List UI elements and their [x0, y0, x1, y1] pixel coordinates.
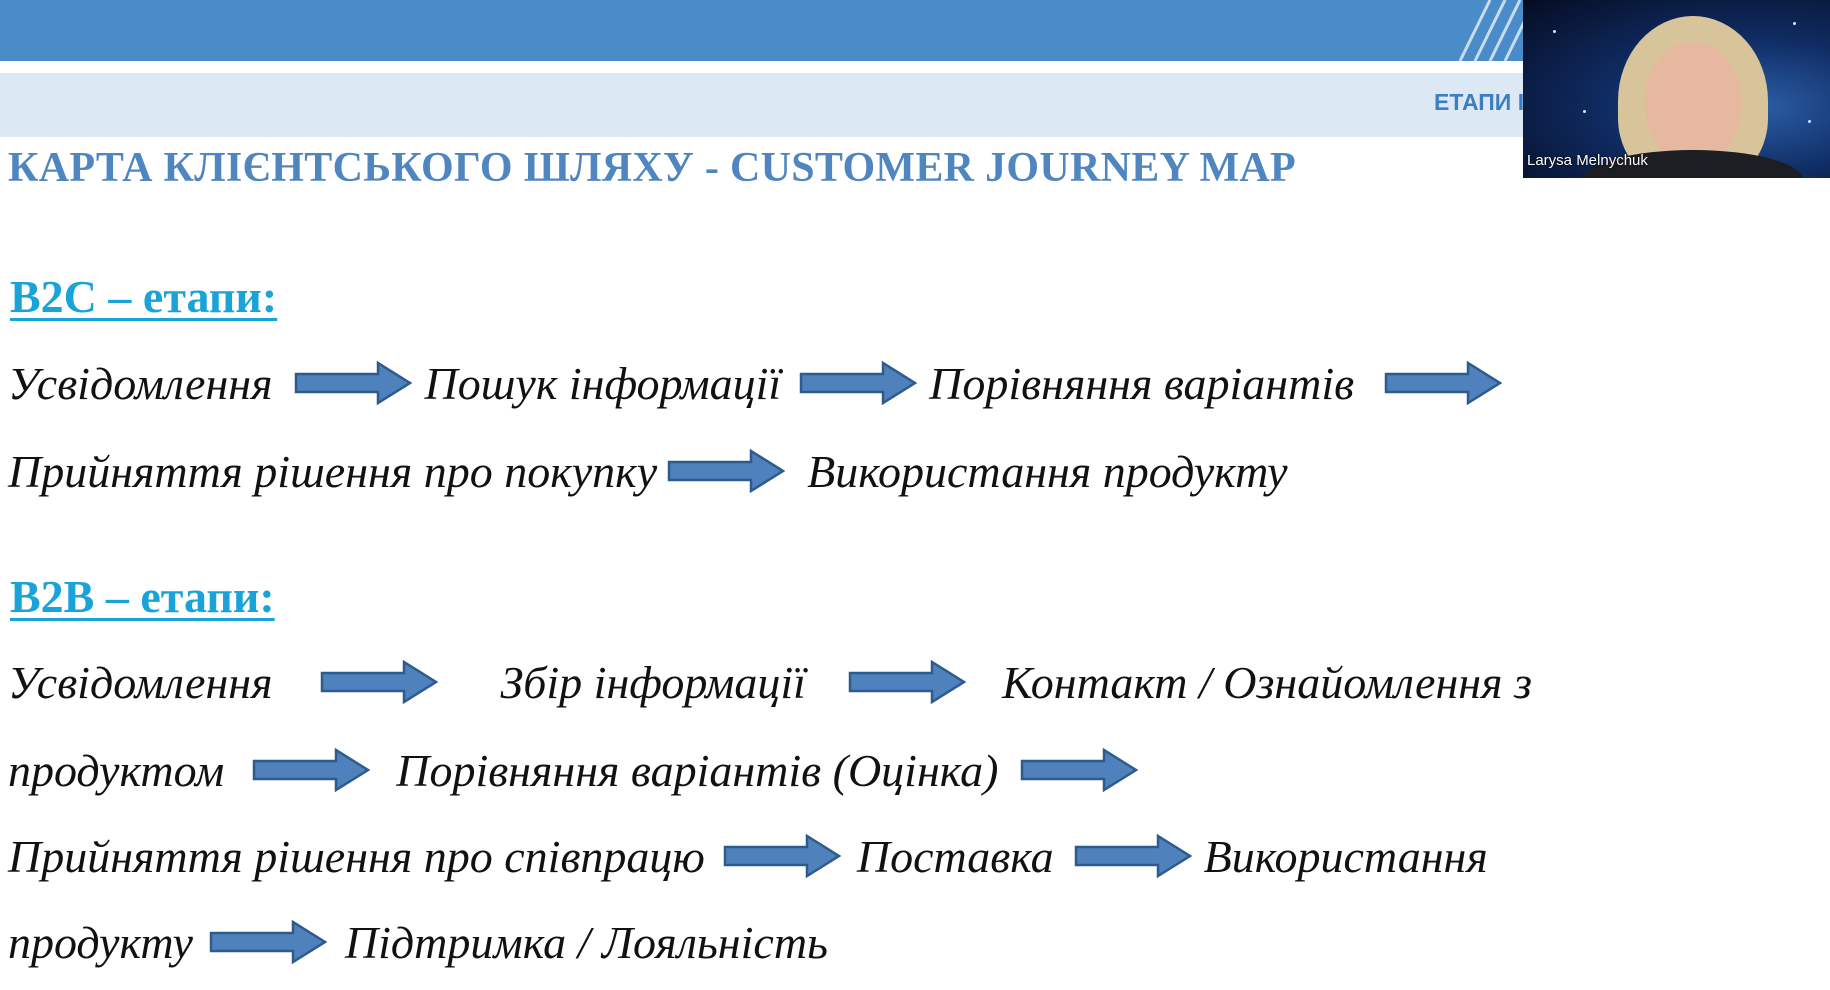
stage-label: Поставка	[856, 830, 1054, 882]
participant-avatar-face	[1645, 42, 1741, 166]
participant-name-label: Larysa Melnychuk	[1527, 152, 1648, 169]
stage-label: Підтримка / Лояльність	[344, 916, 828, 968]
b2b-heading: B2B – етапи:	[10, 571, 275, 622]
right-arrow-icon	[252, 748, 370, 792]
right-arrow-icon	[799, 361, 917, 405]
b2b-flow-line-2: продуктом Порівняння варіантів (Оцінка)	[8, 740, 1138, 800]
stage-label: Контакт / Ознайомлення з	[1001, 656, 1532, 708]
right-arrow-icon	[723, 834, 841, 878]
right-arrow-icon	[320, 660, 438, 704]
stage-label: Усвідомлення	[8, 656, 273, 708]
right-arrow-icon	[667, 449, 785, 493]
section-label: ЕТАПИ І	[1434, 89, 1525, 115]
stage-label: Використання	[1203, 830, 1488, 882]
stage-label: продуктом	[8, 744, 225, 796]
b2c-flow-line-1: Усвідомлення Пошук інформації Порівняння…	[8, 353, 1502, 413]
stage-label: Порівняння варіантів	[929, 357, 1355, 409]
star-decoration	[1583, 110, 1586, 113]
b2b-flow-line-3: Прийняття рішення про співпрацю Поставка…	[8, 826, 1488, 886]
stage-label: Пошук інформації	[424, 357, 782, 409]
star-decoration	[1553, 30, 1556, 33]
stage-label: Прийняття рішення про покупку	[8, 445, 658, 497]
participant-video-tile[interactable]: Larysa Melnychuk	[1523, 0, 1830, 178]
right-arrow-icon	[1020, 748, 1138, 792]
right-arrow-icon	[209, 920, 327, 964]
stage-label: продукту	[8, 916, 193, 968]
b2c-heading: B2C – етапи:	[10, 271, 278, 322]
right-arrow-icon	[294, 361, 412, 405]
right-arrow-icon	[1384, 361, 1502, 405]
stage-label: Порівняння варіантів (Оцінка)	[396, 744, 999, 796]
b2c-flow-line-2: Прийняття рішення про покупку Використан…	[8, 441, 1288, 501]
star-decoration	[1808, 120, 1811, 123]
right-arrow-icon	[1074, 834, 1192, 878]
stage-label: Використання продукту	[807, 445, 1288, 497]
stage-label: Усвідомлення	[8, 357, 273, 409]
right-arrow-icon	[848, 660, 966, 704]
slide-title: КАРТА КЛІЄНТСЬКОГО ШЛЯХУ - CUSTOMER JOUR…	[8, 145, 1296, 191]
stage-label: Збір інформації	[500, 656, 806, 708]
b2b-flow-line-1: Усвідомлення Збір інформації Контакт / О…	[8, 652, 1532, 712]
b2b-flow-line-4: продукту Підтримка / Лояльність	[8, 912, 828, 972]
stage-label: Прийняття рішення про співпрацю	[8, 830, 705, 882]
header-stripes-decoration	[1458, 0, 1530, 61]
star-decoration	[1793, 22, 1796, 25]
